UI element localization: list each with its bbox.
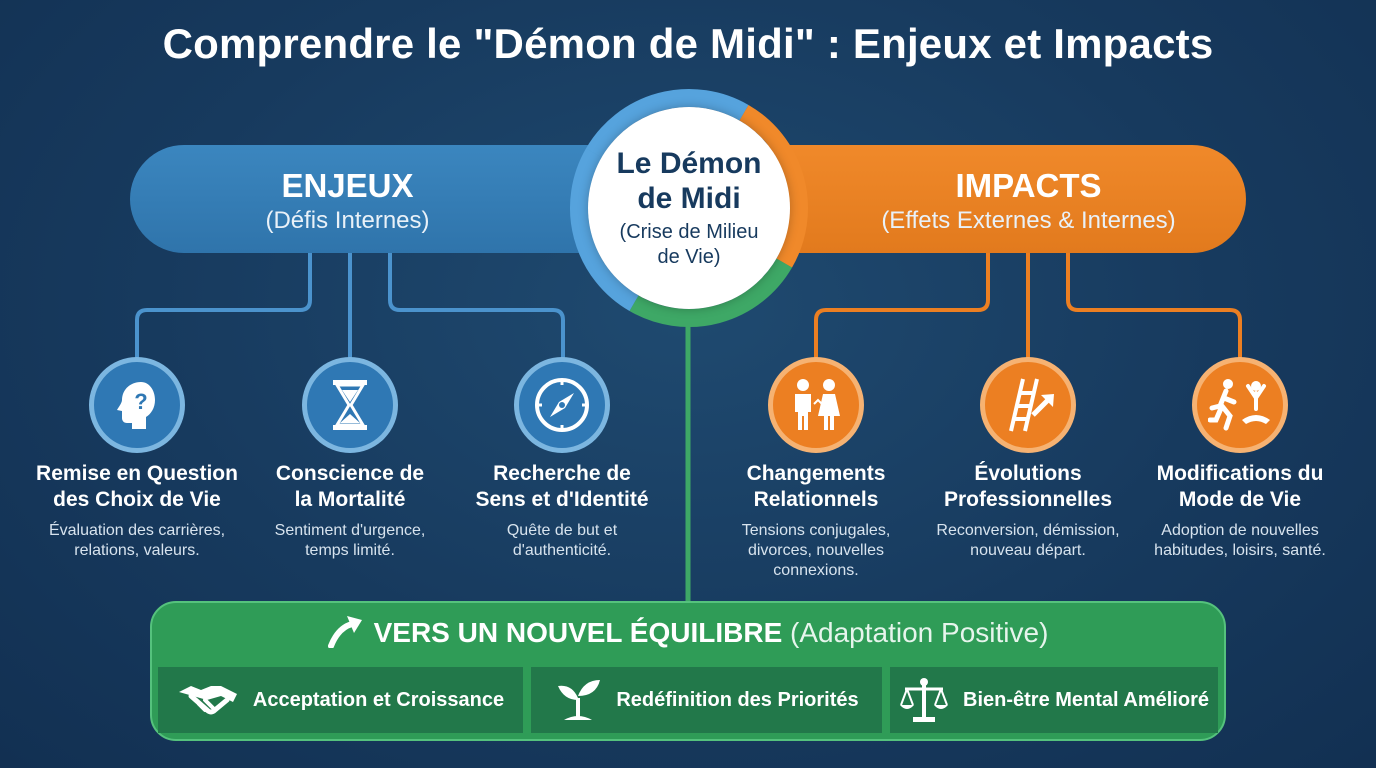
center-title-line1: Le Démon xyxy=(616,147,762,180)
impacts-item-2-title: Évolutions Professionnelles xyxy=(918,461,1138,513)
impacts-item-3-title-line2: Mode de Vie xyxy=(1178,488,1302,511)
hourglass-icon xyxy=(302,357,398,453)
enjeux-item-3-desc-line1: Quête de but et xyxy=(506,522,618,539)
equilibre-title: VERS UN NOUVEL ÉQUILIBRE xyxy=(373,617,783,648)
center-title-line2: de Midi xyxy=(637,182,741,215)
impacts-item-3-desc: Adoption de nouvelles habitudes, loisirs… xyxy=(1130,521,1350,561)
impacts-item-1-desc-line3: connexions. xyxy=(773,562,859,579)
impacts-item-3-desc-line2: habitudes, loisirs, santé. xyxy=(1154,542,1326,559)
benefit-acceptation-label: Acceptation et Croissance xyxy=(252,688,505,711)
enjeux-item-2-title-line2: la Mortalité xyxy=(294,488,406,511)
center-disc xyxy=(588,107,790,309)
connector-enjeux-1 xyxy=(135,251,312,362)
enjeux-item-3-desc-line2: d'authenticité. xyxy=(512,542,612,559)
benefit-bien-etre-label: Bien-être Mental Amélioré xyxy=(963,688,1209,711)
curved-arrow-up-icon xyxy=(327,616,362,648)
center-subtitle-line2: de Vie) xyxy=(657,246,721,268)
center-subtitle-line1: (Crise de Milieu xyxy=(619,221,759,243)
impacts-item-2-desc-line1: Reconversion, démission, xyxy=(936,522,1120,539)
impacts-item-3-title-line1: Modifications du xyxy=(1156,462,1324,485)
impacts-item-1-desc-line2: divorces, nouvelles xyxy=(747,542,885,559)
benefit-bien-etre: Bien-être Mental Amélioré xyxy=(890,667,1218,733)
enjeux-item-1-desc: Évaluation des carrières, relations, val… xyxy=(27,521,247,561)
enjeux-item-2-desc: Sentiment d'urgence, temps limité. xyxy=(240,521,460,561)
center-title: Le Démon de Midi xyxy=(588,146,790,216)
enjeux-item-1-desc-line1: Évaluation des carrières, xyxy=(48,522,226,539)
benefit-acceptation: Acceptation et Croissance xyxy=(158,667,523,733)
page-title: Comprendre le "Démon de Midi" : Enjeux e… xyxy=(162,20,1214,67)
enjeux-item-2-desc-line1: Sentiment d'urgence, xyxy=(274,522,426,539)
impacts-item-2-desc-line2: nouveau départ. xyxy=(970,542,1086,559)
benefit-priorites: Redéfinition des Priorités xyxy=(531,667,882,733)
svg-text:?: ? xyxy=(134,389,147,414)
enjeux-item-1-desc-line2: relations, valeurs. xyxy=(74,542,200,559)
impacts-item-1-desc: Tensions conjugales, divorces, nouvelles… xyxy=(706,521,926,581)
balance-scale-icon xyxy=(900,678,948,722)
benefit-priorites-label: Redéfinition des Priorités xyxy=(616,688,859,711)
enjeux-item-1-title-line2: des Choix de Vie xyxy=(53,488,221,511)
enjeux-item-3-title-line2: Sens et d'Identité xyxy=(475,488,649,511)
enjeux-item-2-title: Conscience de la Mortalité xyxy=(240,461,460,513)
compass-icon xyxy=(514,357,610,453)
enjeux-item-1-title: Remise en Question des Choix de Vie xyxy=(27,461,247,513)
enjeux-item-3-title-line1: Recherche de xyxy=(493,462,631,485)
impacts-item-2-desc: Reconversion, démission, nouveau départ. xyxy=(918,521,1138,561)
handshake-icon xyxy=(178,686,237,715)
impacts-item-1-desc-line1: Tensions conjugales, xyxy=(741,522,891,539)
equilibre-header: VERS UN NOUVEL ÉQUILIBRE (Adaptation Pos… xyxy=(150,614,1226,649)
enjeux-item-1-title-line1: Remise en Question xyxy=(36,462,238,485)
impacts-item-1-title-line1: Changements xyxy=(746,462,886,485)
equilibre-subtitle: (Adaptation Positive) xyxy=(790,617,1049,648)
enjeux-item-3-desc: Quête de but et d'authenticité. xyxy=(452,521,672,561)
center-subtitle: (Crise de Milieu de Vie) xyxy=(600,220,778,270)
impacts-subtitle: (Effets Externes & Internes) xyxy=(881,207,1176,234)
sprout-icon xyxy=(558,680,601,720)
enjeux-item-2-title-line1: Conscience de xyxy=(275,462,425,485)
connector-enjeux-3 xyxy=(388,251,565,362)
couple-icon xyxy=(768,357,864,453)
connector-impacts-3 xyxy=(1066,251,1242,362)
head-question-icon: ? xyxy=(89,357,185,453)
ladder-arrow-icon xyxy=(980,357,1076,453)
enjeux-item-2-desc-line2: temps limité. xyxy=(305,542,395,559)
runner-yoga-icon xyxy=(1192,357,1288,453)
center-ring xyxy=(570,89,808,327)
enjeux-title: ENJEUX xyxy=(281,167,414,204)
impacts-item-3-title: Modifications du Mode de Vie xyxy=(1130,461,1350,513)
impacts-item-1-title: Changements Relationnels xyxy=(706,461,926,513)
impacts-item-2-title-line2: Professionnelles xyxy=(943,488,1113,511)
enjeux-item-3-title: Recherche de Sens et d'Identité xyxy=(452,461,672,513)
impacts-item-3-desc-line1: Adoption de nouvelles xyxy=(1161,522,1319,539)
impacts-title: IMPACTS xyxy=(955,167,1102,204)
enjeux-subtitle: (Défis Internes) xyxy=(265,207,430,234)
impacts-item-1-title-line2: Relationnels xyxy=(753,488,879,511)
connector-impacts-1 xyxy=(814,251,990,362)
impacts-item-2-title-line1: Évolutions xyxy=(974,462,1082,485)
